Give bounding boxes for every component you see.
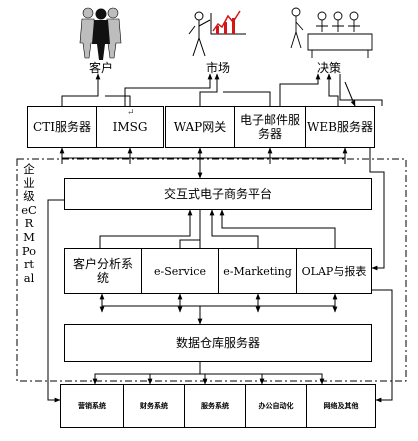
eservice-box: e-Service: [141, 248, 219, 294]
cti-server-box: CTI服务器: [27, 106, 97, 148]
olap-reports-box: OLAP与报表: [296, 248, 372, 294]
imsg-label: IMSG: [112, 120, 148, 134]
email-server-label: 电子邮件服务器: [239, 113, 300, 141]
network-other-label: 网络及其他: [323, 401, 359, 410]
customer-label: 客户: [88, 61, 113, 75]
sales-system-label: 营销系统: [78, 401, 106, 410]
market-label: 市场: [205, 61, 230, 75]
emarketing-box: e-Marketing: [218, 248, 297, 294]
decision-label: 决策: [316, 61, 341, 75]
service-system-box: 服务系统: [184, 384, 246, 428]
enterprise-boundary: [16, 158, 407, 382]
cti-server-label: CTI服务器: [33, 120, 91, 134]
data-warehouse-box: 数据仓库服务器: [64, 324, 372, 362]
market-chart-icon: [188, 10, 246, 57]
data-warehouse-label: 数据仓库服务器: [175, 336, 260, 350]
customer-analysis-label: 客户分析系统: [72, 257, 133, 285]
email-server-box: 电子邮件服务器: [234, 106, 306, 148]
wap-gateway-box: WAP网关: [165, 106, 235, 148]
network-other-box: 网络及其他: [306, 384, 376, 428]
ecommerce-platform-box: 交互式电子商务平台: [64, 178, 372, 210]
ecommerce-platform-label: 交互式电子商务平台: [163, 187, 272, 201]
decision-meeting-icon: [290, 7, 373, 58]
olap-reports-label: OLAP与报表: [301, 264, 367, 278]
office-automation-label: 办公自动化: [258, 401, 294, 410]
web-server-box: WEB服务器: [305, 106, 375, 148]
imsg-box: IMSG ↵: [96, 106, 164, 148]
office-automation-box: 办公自动化: [245, 384, 307, 428]
finance-system-label: 财务系统: [140, 401, 168, 410]
emarketing-label: e-Marketing: [223, 264, 292, 278]
imsg-return-mark: ↵: [127, 108, 135, 118]
web-server-label: WEB服务器: [307, 120, 373, 134]
eservice-label: e-Service: [154, 264, 206, 278]
wap-gateway-label: WAP网关: [173, 120, 227, 134]
service-system-label: 服务系统: [201, 401, 229, 410]
customer-icon: [79, 7, 122, 60]
sales-system-box: 营销系统: [60, 384, 124, 428]
enterprise-portal-title: 企业级eCRMPortal: [21, 162, 37, 285]
customer-analysis-box: 客户分析系统: [64, 248, 142, 294]
finance-system-box: 财务系统: [123, 384, 185, 428]
